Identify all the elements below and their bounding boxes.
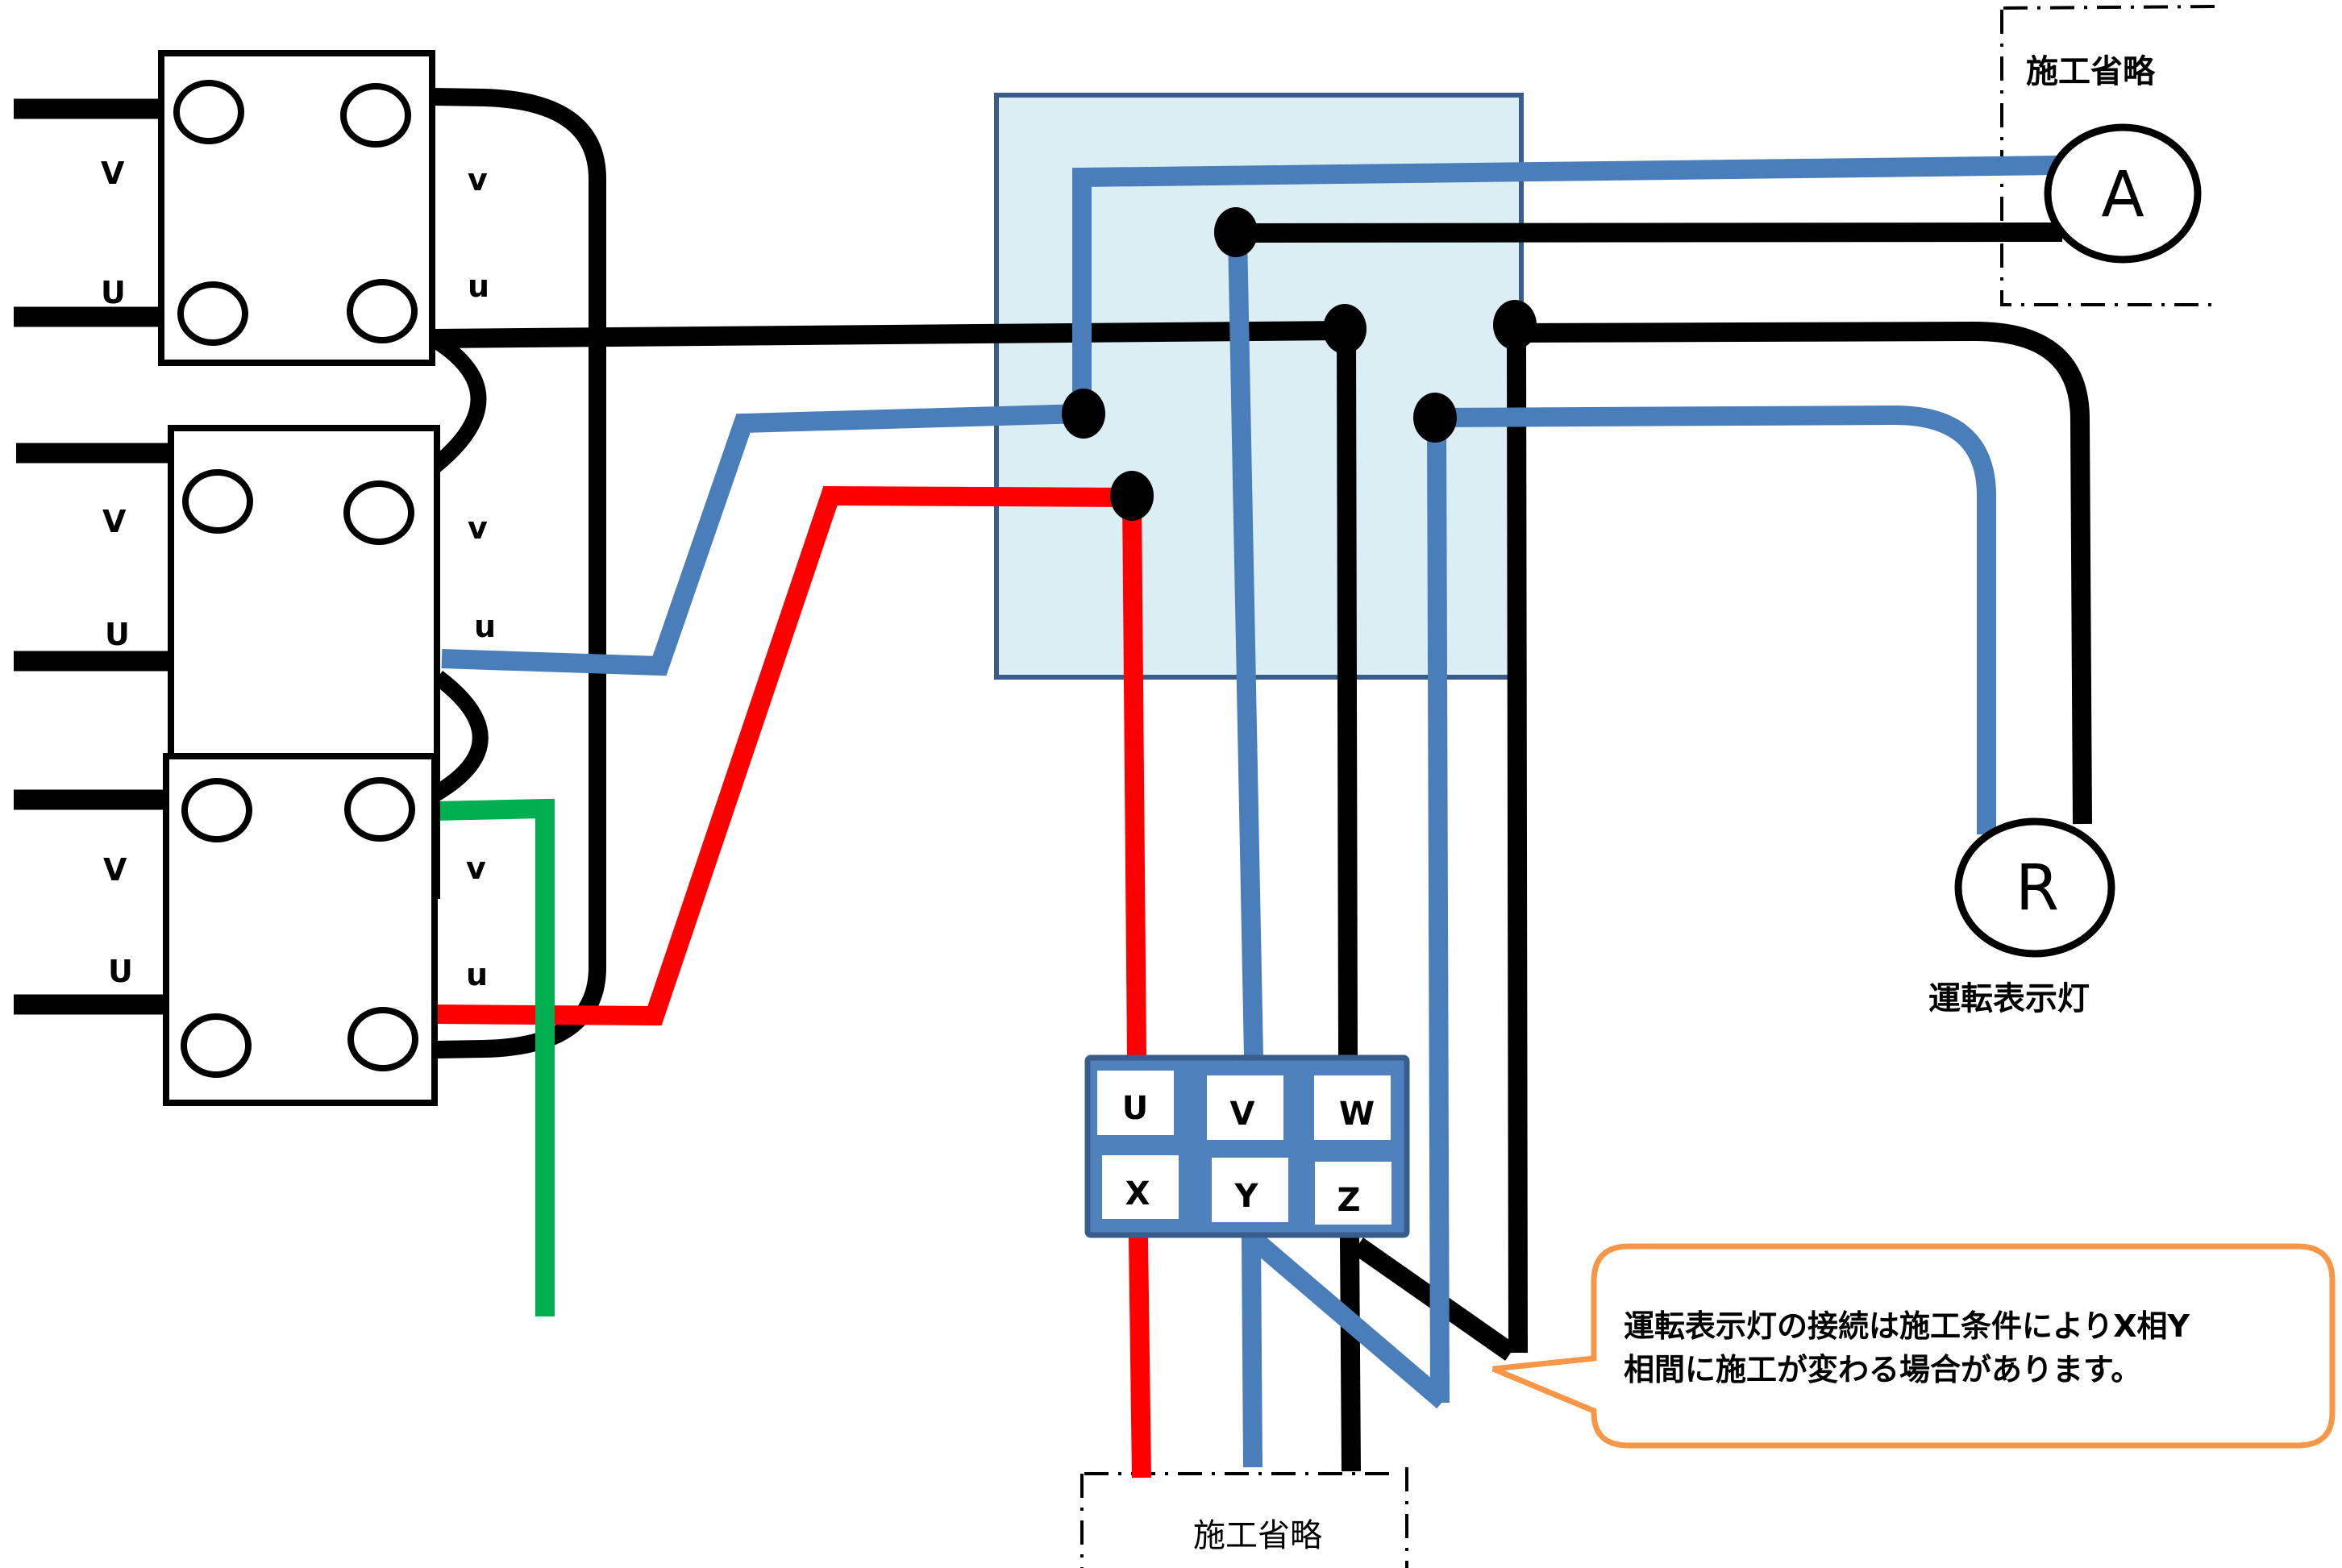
callout-bubble [1491,1243,2336,1449]
wire-red-to-u [1122,497,1146,1057]
terminal-circle [181,778,252,842]
motor-block-1 [158,50,435,366]
label-v: v [468,162,488,198]
wire-blue-y-diagonal [1248,1232,1450,1409]
terminal-X: X [1125,1175,1150,1212]
ammeter-circle [2044,123,2202,264]
terminal-circle [340,83,411,148]
terminal-cell [1207,1075,1283,1140]
junction-dot [1214,207,1258,257]
junction-dot [1323,304,1367,354]
terminal-U: U [1122,1090,1148,1127]
wire-blue-v-out [1242,1237,1263,1468]
label-V: V [103,852,127,888]
omitted-box-top-right [2000,5,2222,306]
wire-blue-to-ammeter [1072,156,2061,414]
terminal-Y: Y [1234,1178,1259,1215]
wire-red-x-out [1129,1237,1151,1479]
terminal-cell [1097,1071,1174,1135]
junction-dot [1493,300,1537,350]
label-V: V [102,504,127,539]
terminal-W: W [1339,1096,1375,1133]
label-U: U [101,275,126,310]
junction-dot [1110,471,1154,521]
label-u: u [466,957,488,992]
wire-black-w-out [1340,1237,1361,1472]
wire-black-to-lamp [1514,321,2092,825]
label-v: v [466,851,486,886]
terminal-circle [182,469,253,534]
label-v: v [468,510,488,546]
wire-black-jumper-2-3 [431,670,489,801]
label-U: U [108,954,133,989]
terminal-circle [347,1007,418,1071]
ammeter-symbol: A [2101,159,2144,231]
lamp-label: 運転表示灯 [1928,980,2090,1017]
terminal-circle [173,80,244,144]
terminal-V: V [1230,1096,1255,1133]
lamp-circle [1954,817,2115,958]
wire-blue-to-v [1228,233,1263,1057]
label-u: u [468,268,489,304]
label-V: V [101,156,125,191]
terminal-cell [1314,1075,1391,1140]
terminal-Z: Z [1337,1182,1360,1219]
wire-blue-u2-to-panel [441,404,1084,676]
omitted-label-bottom: 施工省略 [1193,1517,1322,1554]
terminal-circle [181,1013,252,1078]
wire-black-z-vertical [1507,332,1528,1354]
terminal-cell [1315,1162,1391,1225]
terminal-circle [347,279,418,343]
wire-black-to-ammeter [1235,223,2063,243]
wire-black-u1-to-panel [432,321,1346,348]
wire-black-bus-loop [432,88,606,1059]
wire-blue-to-lamp [1434,405,1996,834]
terminal-circle [177,281,248,346]
terminal-circle [344,777,415,842]
motor-block-3 [163,753,438,1106]
terminal-cell [1212,1158,1288,1222]
label-U: U [105,617,130,652]
omitted-label-top: 施工省略 [2026,53,2156,90]
label-u: u [474,609,496,644]
wire-black-to-w [1337,330,1358,1057]
lamp-symbol: R [2015,852,2059,925]
feed-lines [14,98,189,1015]
wire-green-ground [435,798,555,1316]
junction-dot [1062,389,1105,439]
junction-dots [1062,207,1537,521]
callout-line-1: 運転表示灯の接続は施工条件によりX相Y [1624,1308,2190,1344]
wire-blue-y-vertical [1427,418,1450,1404]
junction-dot [1413,393,1457,443]
wire-black-jumper-1-2 [427,331,487,474]
terminal-block: U V W X Y Z [1084,1054,1410,1238]
callout-line-2: 相間に施工が変わる場合があります。 [1624,1352,2141,1387]
terminal-circle [343,480,414,545]
terminal-cell [1102,1155,1179,1219]
